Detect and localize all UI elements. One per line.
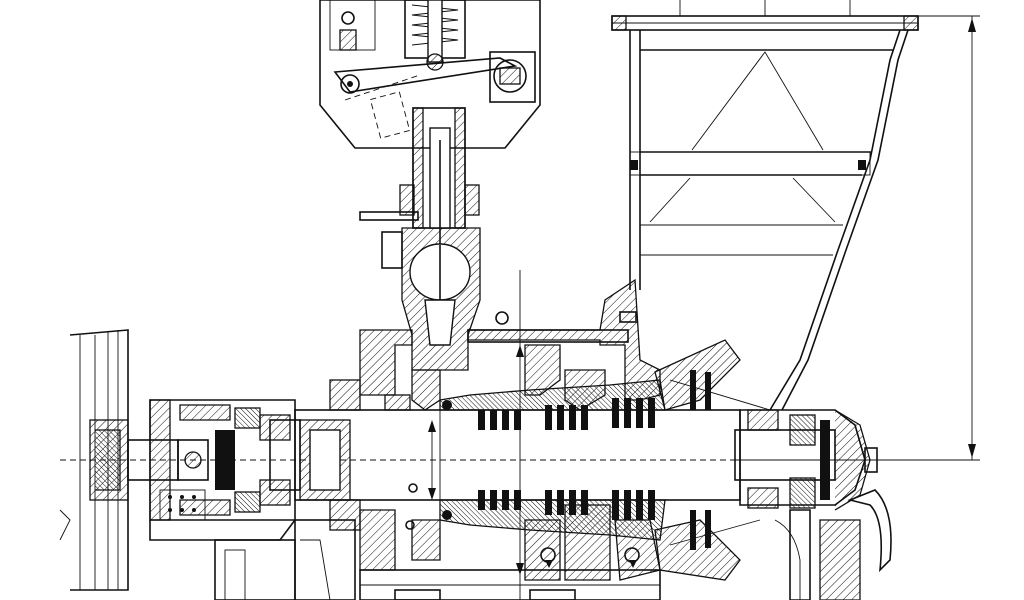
- front-bearing-housing: [149, 399, 356, 600]
- blade-rows-upper: [439, 379, 666, 430]
- fasteners: [329, 379, 640, 568]
- rear-bearing-housing: [739, 409, 892, 600]
- rotor-shaft: [60, 270, 900, 600]
- exhaust-diffuser: [654, 339, 771, 581]
- exhaust-hood: [611, 0, 980, 461]
- coupling-flange: [59, 329, 179, 591]
- turbine-casing: [359, 278, 661, 600]
- governor-valve-assembly: [319, 0, 541, 149]
- stop-valve: [359, 107, 481, 371]
- blade-rows-lower: [439, 490, 666, 541]
